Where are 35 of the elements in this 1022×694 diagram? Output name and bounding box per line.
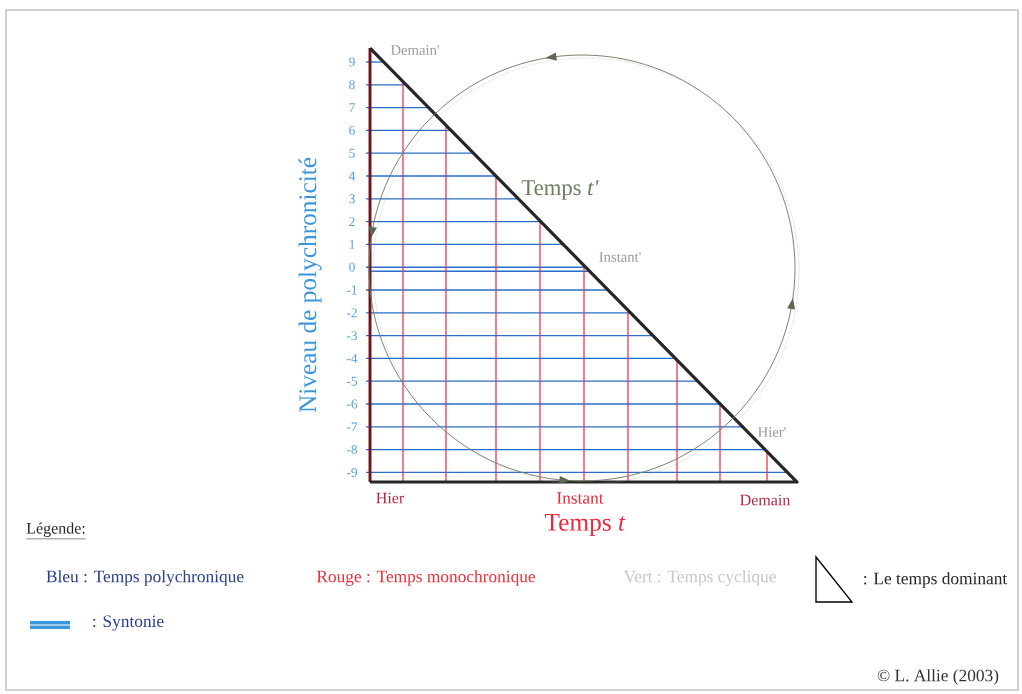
tick-label: 0: [349, 262, 355, 272]
tick-label: -3: [346, 331, 358, 341]
tick-label: -7: [346, 422, 358, 432]
cycle-label: Demain': [390, 45, 439, 55]
tick-label: 1: [349, 240, 355, 249]
tick-label: -2: [346, 308, 357, 318]
axis-title: Temps t: [544, 514, 626, 536]
axis-label: Demain: [740, 494, 791, 506]
legend-entry: Vert : Temps cyclique: [623, 570, 776, 586]
cycle-label: Hier': [758, 427, 786, 437]
tick-label: -5: [346, 376, 358, 386]
legend-entry: : Le temps dominant: [864, 572, 1008, 588]
tick-label: 5: [349, 148, 355, 158]
cycle-label: Instant': [599, 252, 641, 262]
tick-label: -9: [346, 467, 357, 477]
axis-label: Instant: [557, 492, 604, 504]
tick-label: -1: [346, 285, 357, 295]
tick-label: 6: [349, 125, 355, 135]
tick-label: 2: [349, 217, 355, 226]
copyright-note: © L. Allie (2003): [877, 669, 999, 685]
tick-label: -8: [346, 445, 358, 455]
tick-label: -4: [346, 354, 358, 363]
tick-label: 7: [349, 103, 355, 112]
axis-label: Hier: [376, 492, 405, 504]
legend-entry: Rouge : Temps monochronique: [316, 570, 536, 586]
tick-label: -6: [346, 399, 358, 409]
axis-title: Niveau de polychronicité: [298, 157, 322, 413]
tick-label: 9: [349, 57, 355, 67]
legend-entry: Bleu : Temps polychronique: [46, 570, 244, 586]
tick-label: 8: [349, 80, 355, 90]
legend-heading: Légende:: [25, 522, 87, 540]
cycle-label: Temps t': [521, 180, 599, 200]
legend-entry: : Syntonie: [93, 615, 164, 631]
tick-label: 4: [348, 171, 356, 181]
tick-label: 3: [349, 194, 355, 204]
